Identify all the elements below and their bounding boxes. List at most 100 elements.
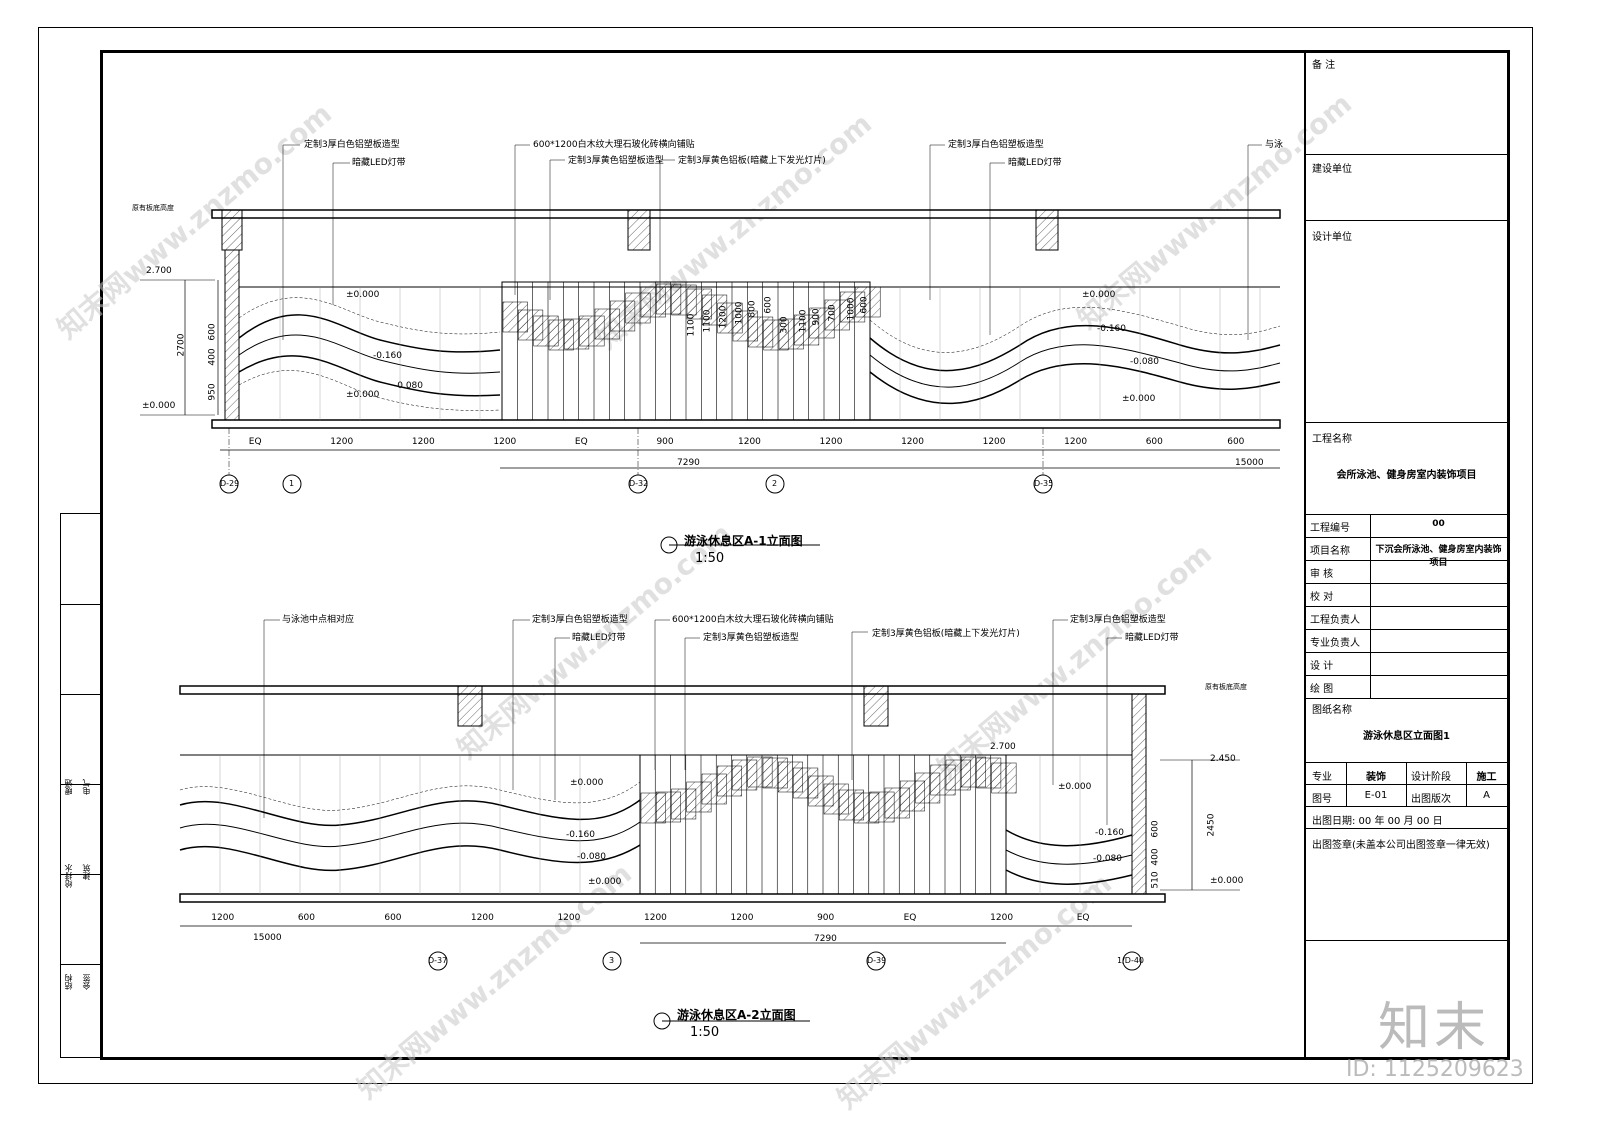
tb-revision: A [1483, 790, 1490, 801]
panel-dimension: 1100 [686, 313, 697, 337]
panel-dimension: 700 [827, 304, 838, 322]
a2-callout-white-panel: 定制3厚白色铝塑板造型 [532, 615, 628, 625]
a1-level-slab: 原有板底高度 [132, 204, 174, 212]
a2-level-f: -0.160 [1095, 828, 1125, 838]
panel-dimension: 1100 [798, 309, 809, 333]
panel-dimension: 300 [779, 316, 790, 334]
dimension-value: 1200 [470, 913, 494, 923]
tb-row: 项目名称下沉会所泳池、健身房室内装饰项目 [1306, 537, 1507, 568]
tb-project-name: 会所泳池、健身房室内装饰项目 [1336, 470, 1477, 481]
tb-date: 出图日期: 00 年 00 月 00 日 [1312, 816, 1443, 827]
elevation-a1-geometry [140, 144, 1281, 554]
a2-axis-d37: D-37 [428, 956, 448, 965]
dimension-value: EQ [903, 913, 917, 923]
tb-sheet-no: E-01 [1364, 790, 1388, 801]
tb-row: 工程负责人 [1306, 606, 1507, 630]
a2-total-7290: 7290 [814, 934, 837, 944]
panel-dimension: 600 [859, 296, 870, 314]
dimension-value: 900 [817, 913, 835, 923]
a2-dim-600: 600 [1150, 820, 1161, 838]
dimension-value: 1200 [644, 913, 667, 923]
tb-project-label: 工程名称 [1312, 434, 1352, 445]
a1-callout-led: 暗藏LED灯带 [352, 158, 406, 168]
a2-level-floor: ±0.000 [1210, 876, 1244, 886]
a1-level-a: ±0.000 [346, 290, 380, 300]
dimension-value: 1200 [330, 437, 354, 447]
tb-row-label: 绘 图 [1310, 684, 1334, 695]
a2-callout-pool-center: 与泳池中点相对应 [282, 615, 355, 625]
tb-sheet-no-label: 图号 [1312, 794, 1332, 805]
panel-dimension: 1000 [734, 301, 745, 325]
a1-callout-led-2: 暗藏LED灯带 [1008, 158, 1062, 168]
dimension-value: 600 [1227, 437, 1245, 447]
dimension-value: 1200 [738, 437, 761, 447]
a2-callout-yellow-panel: 定制3厚黄色铝塑板造型 [703, 633, 799, 643]
a2-dim-510: 510 [1150, 871, 1161, 889]
dimension-value: 1200 [411, 437, 435, 447]
tb-client-label: 建设单位 [1312, 164, 1352, 175]
tb-stage-label: 设计阶段 [1411, 772, 1451, 783]
image-id: ID: 1125209623 [1346, 1057, 1524, 1082]
tb-row-label: 校 对 [1310, 592, 1334, 603]
tb-row-label: 项目名称 [1310, 546, 1350, 557]
dimension-value: 1200 [493, 437, 517, 447]
sheet-outer-border [38, 27, 1533, 1084]
tb-row: 校 对 [1306, 583, 1507, 607]
tb-row-label: 工程编号 [1310, 523, 1350, 534]
a1-callout-white-panel: 定制3厚白色铝塑板造型 [304, 140, 400, 150]
tb-row-label: 工程负责人 [1310, 615, 1360, 626]
dimension-value: 1200 [982, 437, 1006, 447]
panel-dimension: 1200 [718, 305, 729, 329]
a2-callout-white-panel-2: 定制3厚白色铝塑板造型 [1070, 615, 1166, 625]
a1-axis-d29: D-29 [220, 479, 240, 488]
dimension-value: 1200 [901, 437, 924, 447]
dimension-value: 600 [1145, 437, 1163, 447]
tb-discipline: 装饰 [1366, 772, 1386, 783]
tb-row-label: 审 核 [1310, 569, 1334, 580]
a1-level-c: -0.080 [394, 381, 424, 391]
panel-dimension: 600 [763, 296, 774, 314]
tb-seal-text: 出图签章(未盖本公司出图签章一律无效) [1312, 840, 1490, 851]
logo-watermark: 知末 [1378, 998, 1491, 1058]
a1-level-floor: ±0.000 [142, 401, 176, 411]
dimension-value: EQ [248, 437, 262, 447]
a2-total-15000: 15000 [253, 933, 282, 943]
stamp-column: 暖通 电气 给排水 建筑 结构 会签 [60, 513, 102, 1058]
a1-axis-d35: D-35 [1034, 479, 1054, 488]
a2-axis-3: 3 [609, 956, 615, 965]
a2-level-g: -0.080 [1093, 854, 1123, 864]
dimension-value: 600 [384, 913, 402, 923]
panel-dimension: 1100 [702, 309, 713, 333]
dimension-value: 1200 [557, 913, 581, 923]
dimension-value: 1200 [819, 437, 843, 447]
a2-callout-yellow-alu: 定制3厚黄色铝板(暗藏上下发光灯片) [872, 629, 1020, 639]
a1-level-g: -0.080 [1130, 357, 1160, 367]
a2-dim-400: 400 [1150, 848, 1161, 866]
tb-remarks-label: 备 注 [1312, 60, 1336, 71]
a2-callout-tile: 600*1200白木纹大理石玻化砖横向铺贴 [672, 615, 834, 625]
tb-discipline-label: 专业 [1312, 772, 1332, 783]
a1-level-b: -0.160 [373, 351, 403, 361]
panel-dimension: 800 [747, 300, 758, 318]
tb-row-label: 专业负责人 [1310, 638, 1360, 649]
a2-scale: 1:50 [690, 1025, 720, 1040]
a1-level-ceiling: 2.700 [146, 266, 172, 276]
tb-row: 绘 图 [1306, 675, 1507, 699]
tb-drawing-label: 图纸名称 [1312, 705, 1352, 716]
a1-level-e: ±0.000 [1082, 290, 1116, 300]
a1-total-15000: 15000 [1235, 458, 1264, 468]
a2-level-c: -0.080 [577, 852, 607, 862]
dimension-value: EQ [574, 437, 588, 447]
panel-dimension: 1000 [846, 297, 857, 321]
a2-level-2450: 2.450 [1210, 754, 1236, 764]
a2-level-b: -0.160 [566, 830, 596, 840]
a1-callout-yellow-alu: 定制3厚黄色铝板(暗藏上下发光灯片) [678, 156, 826, 166]
a1-total-7290: 7290 [677, 458, 700, 468]
a1-title: 游泳休息区A-1立面图 [684, 534, 803, 548]
a1-callout-yellow-panel: 定制3厚黄色铝塑板造型 [568, 156, 664, 166]
a1-callout-tile: 600*1200白木纹大理石玻化砖横向铺贴 [533, 140, 695, 150]
a1-dim-600: 600 [207, 323, 218, 341]
